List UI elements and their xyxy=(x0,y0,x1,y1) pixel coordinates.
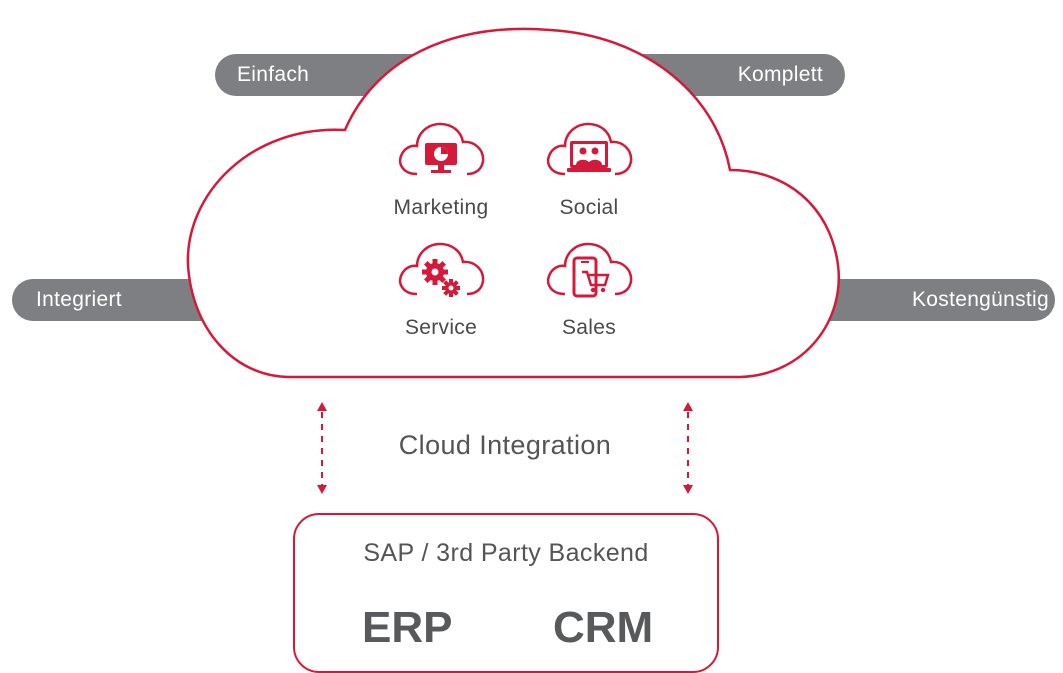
pill-label: Integriert xyxy=(36,288,122,311)
pill-label: Einfach xyxy=(237,63,310,86)
pill-integriert: Integriert xyxy=(12,279,217,321)
module-sales: Sales xyxy=(514,236,664,340)
pill-label: Kostengünstig xyxy=(912,288,1049,311)
pill-einfach: Einfach xyxy=(215,54,415,96)
module-label: Social xyxy=(559,196,619,219)
monitor-pie-chart-icon xyxy=(399,122,485,176)
monitor-people-icon xyxy=(547,122,633,176)
module-marketing: Marketing xyxy=(366,116,516,220)
cloud-integration-label: Cloud Integration xyxy=(398,430,612,460)
pill-kostenguenstig: Kostengünstig xyxy=(830,279,1055,321)
backend-title: SAP / 3rd Party Backend xyxy=(363,539,649,567)
system-crm: CRM xyxy=(553,603,654,652)
module-label: Sales xyxy=(561,316,617,339)
phone-cart-icon xyxy=(547,242,633,298)
module-label: Service xyxy=(404,316,478,339)
pill-label: Komplett xyxy=(737,63,823,86)
gears-icon xyxy=(399,242,485,297)
module-label: Marketing xyxy=(393,196,489,219)
module-social: Social xyxy=(514,116,664,220)
backend-box: SAP / 3rd Party Backend ERP CRM xyxy=(293,513,719,673)
system-erp: ERP xyxy=(362,603,453,652)
module-service: Service xyxy=(366,236,516,340)
